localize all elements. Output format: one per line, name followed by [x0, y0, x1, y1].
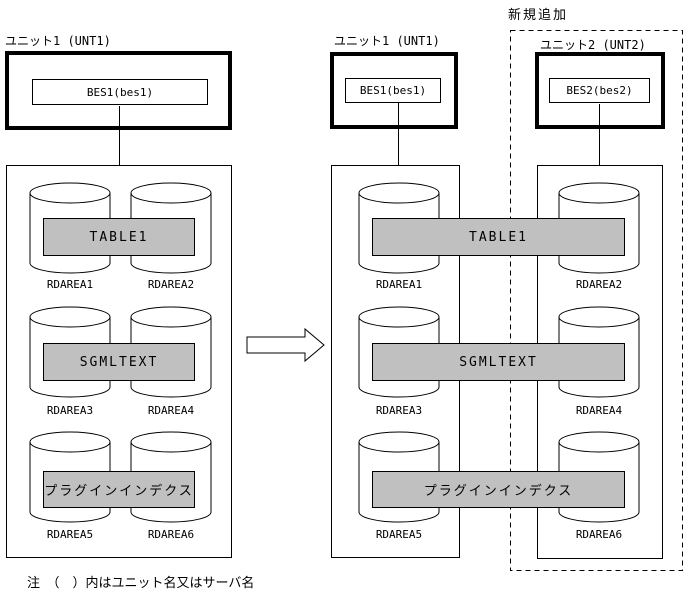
band-label: プラグインインデクス — [423, 484, 574, 499]
legend-note: 注 （ ）内はユニット名又はサーバ名 — [27, 576, 255, 591]
before-server-label: BES1(bes1) — [86, 85, 154, 99]
after-unit1-server-label: BES1(bes1) — [359, 84, 427, 97]
before-server-box: BES1(bes1) — [32, 79, 208, 105]
before-rdarea5-label: RDAREA5 — [46, 528, 94, 541]
before-band-plugin-index: プラグインインデクス — [43, 471, 195, 508]
after-unit1-box — [330, 52, 458, 129]
after-unit2-label: ユニット2 (UNT2) — [540, 38, 646, 52]
after-unit2-rdarea4-label: RDAREA4 — [575, 404, 623, 417]
after-band-table1: TABLE1 — [372, 218, 625, 256]
before-rdarea-container — [6, 165, 232, 558]
before-unit-label: ユニット1 (UNT1) — [5, 34, 111, 48]
after-band-plugin-index: プラグインインデクス — [372, 471, 625, 508]
after-unit2-rdarea6-label: RDAREA6 — [575, 528, 623, 541]
after-unit2-server-box: BES2(bes2) — [549, 78, 650, 103]
new-addition-dashed-box — [510, 30, 683, 571]
before-rdarea4-label: RDAREA4 — [147, 404, 195, 417]
after-unit1-rdarea5-label: RDAREA5 — [375, 528, 423, 541]
after-unit2-server-label: BES2(bes2) — [566, 84, 633, 97]
band-label: プラグインインデクス — [44, 484, 194, 499]
after-unit1-rdarea3-label: RDAREA3 — [375, 404, 423, 417]
before-rdarea2-label: RDAREA2 — [147, 278, 195, 291]
before-band-table1: TABLE1 — [43, 218, 195, 256]
band-label: TABLE1 — [469, 229, 528, 245]
before-rdarea1-label: RDAREA1 — [46, 278, 94, 291]
new-addition-label: 新規追加 — [508, 8, 569, 23]
after-unit1-label: ユニット1 (UNT1) — [334, 34, 440, 48]
before-rdarea3-label: RDAREA3 — [46, 404, 94, 417]
band-label: TABLE1 — [89, 229, 149, 245]
after-band-sgmltext: SGMLTEXT — [372, 343, 625, 381]
band-label: SGMLTEXT — [459, 354, 538, 370]
after-unit2-rdarea2-label: RDAREA2 — [575, 278, 623, 291]
before-band-sgmltext: SGMLTEXT — [43, 343, 195, 381]
after-unit1-server-box: BES1(bes1) — [345, 78, 441, 103]
before-rdarea6-label: RDAREA6 — [147, 528, 195, 541]
band-label: SGMLTEXT — [79, 354, 159, 370]
transition-arrow-icon — [246, 327, 325, 363]
before-unit-box — [5, 51, 232, 130]
after-unit1-rdarea1-label: RDAREA1 — [375, 278, 423, 291]
